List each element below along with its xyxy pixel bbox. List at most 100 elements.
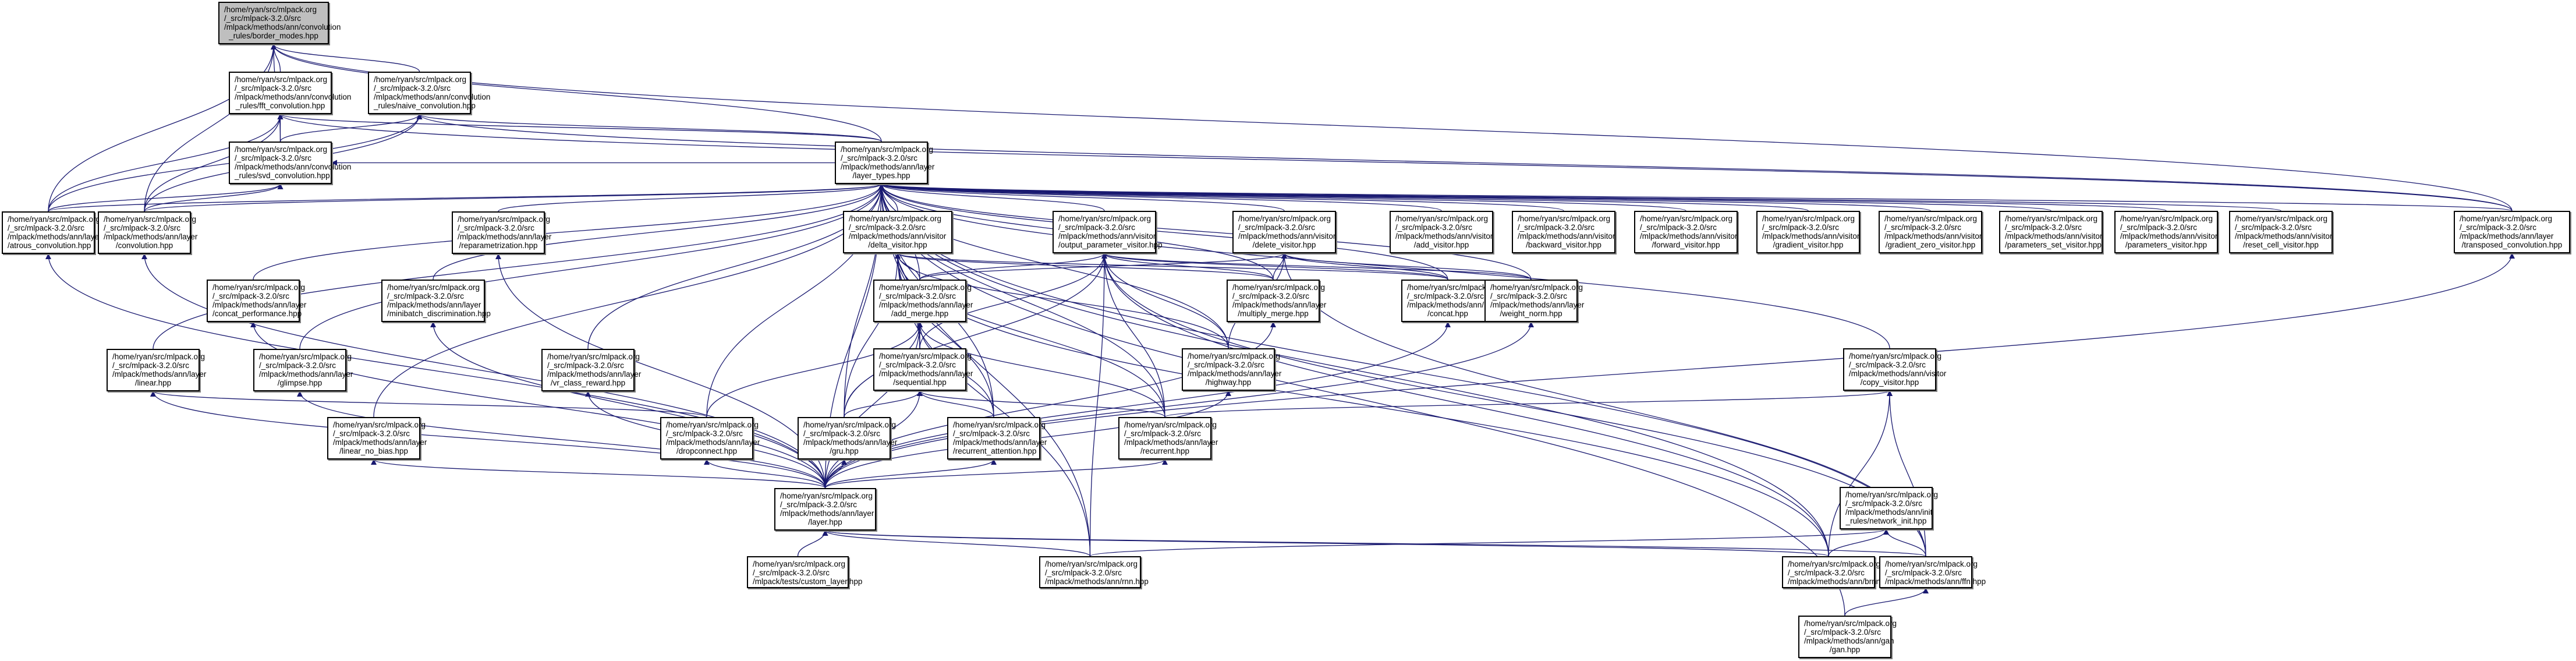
include-edge bbox=[1101, 253, 1448, 280]
include-edge bbox=[277, 114, 2513, 211]
include-edge bbox=[824, 459, 997, 489]
file-node-concat[interactable]: /home/ryan/src/mlpack.org/_src/mlpack-3.… bbox=[1401, 280, 1501, 322]
include-edge bbox=[878, 183, 1845, 616]
file-node-reset-cell-visitor[interactable]: /home/ryan/src/mlpack.org/_src/mlpack-3.… bbox=[2229, 211, 2333, 253]
include-edge bbox=[433, 183, 884, 280]
include-edge bbox=[823, 530, 1829, 557]
file-path-line: /mlpack/methods/ann/rnn.hpp bbox=[1045, 577, 1149, 586]
file-path-line: /_src/mlpack-3.2.0/src bbox=[212, 292, 290, 301]
file-node-fft-convolution[interactable]: /home/ryan/src/mlpack.org/_src/mlpack-3.… bbox=[229, 72, 351, 114]
file-node-layer[interactable]: /home/ryan/src/mlpack.org/_src/mlpack-3.… bbox=[774, 488, 876, 531]
file-path-line: /gan.hpp bbox=[1829, 645, 1861, 654]
file-path-line: /mlpack/methods/ann/visitor bbox=[1762, 232, 1860, 241]
file-path-line: /convolution.hpp bbox=[115, 241, 173, 250]
file-path-line: /mlpack/methods/ann/layer bbox=[666, 438, 760, 447]
file-path-line: /home/ryan/src/mlpack.org bbox=[753, 560, 846, 568]
include-edge bbox=[824, 321, 1451, 489]
file-path-line: /_src/mlpack-3.2.0/src bbox=[2005, 223, 2082, 232]
include-edge bbox=[416, 114, 2513, 211]
file-path-line: /gru.hpp bbox=[830, 447, 859, 455]
file-node-parameters-visitor[interactable]: /home/ryan/src/mlpack.org/_src/mlpack-3.… bbox=[2114, 211, 2218, 253]
include-edge bbox=[878, 183, 1686, 211]
file-path-line: /home/ryan/src/mlpack.org bbox=[212, 283, 306, 292]
file-node-add-visitor[interactable]: /home/ryan/src/mlpack.org/_src/mlpack-3.… bbox=[1390, 211, 1493, 253]
file-path-line: /mlpack/methods/ann/layer bbox=[1490, 301, 1585, 309]
include-edge bbox=[917, 390, 1165, 418]
include-edge bbox=[878, 183, 1285, 211]
file-path-line: /home/ryan/src/mlpack.org bbox=[224, 5, 317, 14]
file-node-gradient-zero-visitor[interactable]: /home/ryan/src/mlpack.org/_src/mlpack-3.… bbox=[1879, 211, 1982, 253]
file-node-recurrent[interactable]: /home/ryan/src/mlpack.org/_src/mlpack-3.… bbox=[1118, 417, 1218, 459]
file-node-output-parameter-visitor[interactable]: /home/ryan/src/mlpack.org/_src/mlpack-3.… bbox=[1053, 211, 1163, 253]
include-edge bbox=[844, 253, 1107, 418]
include-edge bbox=[45, 253, 826, 489]
file-path-line: /_src/mlpack-3.2.0/src bbox=[1490, 292, 1568, 301]
include-edge bbox=[822, 530, 1091, 557]
file-path-line: /mlpack/methods/ann/visitor bbox=[2120, 232, 2218, 241]
file-node-glimpse[interactable]: /home/ryan/src/mlpack.org/_src/mlpack-3.… bbox=[253, 349, 353, 391]
file-node-rnn[interactable]: /home/ryan/src/mlpack.org/_src/mlpack-3.… bbox=[1039, 556, 1149, 588]
file-node-delete-visitor[interactable]: /home/ryan/src/mlpack.org/_src/mlpack-3.… bbox=[1232, 211, 1336, 253]
file-node-dropconnect[interactable]: /home/ryan/src/mlpack.org/_src/mlpack-3.… bbox=[660, 417, 760, 459]
file-node-forward-visitor[interactable]: /home/ryan/src/mlpack.org/_src/mlpack-3.… bbox=[1634, 211, 1738, 253]
file-path-line: /_src/mlpack-3.2.0/src bbox=[1884, 223, 1962, 232]
file-path-line: /mlpack/methods/ann/visitor bbox=[1640, 232, 1738, 241]
file-node-network-init[interactable]: /home/ryan/src/mlpack.org/_src/mlpack-3.… bbox=[1840, 487, 1938, 529]
file-node-gru[interactable]: /home/ryan/src/mlpack.org/_src/mlpack-3.… bbox=[798, 417, 897, 459]
include-edge bbox=[797, 530, 828, 557]
file-node-minibatch-discrimination[interactable]: /home/ryan/src/mlpack.org/_src/mlpack-3.… bbox=[381, 280, 491, 322]
file-path-line: /mlpack/methods/ann/layer bbox=[1232, 301, 1327, 309]
file-path-line: /_src/mlpack-3.2.0/src bbox=[1188, 360, 1265, 369]
include-edge bbox=[878, 183, 1442, 211]
file-path-line: /home/ryan/src/mlpack.org bbox=[2005, 214, 2098, 223]
file-path-line: /home/ryan/src/mlpack.org bbox=[547, 352, 640, 361]
file-node-transposed-convolution[interactable]: /home/ryan/src/mlpack.org/_src/mlpack-3.… bbox=[2454, 211, 2570, 253]
file-path-line: /_src/mlpack-3.2.0/src bbox=[547, 361, 625, 370]
file-path-line: /delete_visitor.hpp bbox=[1252, 241, 1316, 249]
file-node-gan[interactable]: /home/ryan/src/mlpack.org/_src/mlpack-3.… bbox=[1798, 616, 1897, 658]
file-node-backward-visitor[interactable]: /home/ryan/src/mlpack.org/_src/mlpack-3.… bbox=[1512, 211, 1615, 253]
file-path-line: /mlpack/methods/ann/layer bbox=[841, 162, 935, 171]
file-node-vr-class-reward[interactable]: /home/ryan/src/mlpack.org/_src/mlpack-3.… bbox=[541, 349, 641, 391]
file-path-line: /home/ryan/src/mlpack.org bbox=[841, 145, 934, 154]
file-node-linear[interactable]: /home/ryan/src/mlpack.org/_src/mlpack-3.… bbox=[107, 349, 206, 391]
file-node-multiply-merge[interactable]: /home/ryan/src/mlpack.org/_src/mlpack-3.… bbox=[1227, 280, 1327, 322]
file-path-line: /_src/mlpack-3.2.0/src bbox=[1045, 568, 1122, 577]
file-node-naive-convolution[interactable]: /home/ryan/src/mlpack.org/_src/mlpack-3.… bbox=[368, 72, 490, 114]
file-node-concat-performance[interactable]: /home/ryan/src/mlpack.org/_src/mlpack-3.… bbox=[207, 280, 306, 322]
file-node-weight-norm[interactable]: /home/ryan/src/mlpack.org/_src/mlpack-3.… bbox=[1484, 280, 1585, 322]
file-node-highway[interactable]: /home/ryan/src/mlpack.org/_src/mlpack-3.… bbox=[1182, 348, 1281, 391]
include-edge bbox=[144, 183, 284, 212]
file-node-layer-types[interactable]: /home/ryan/src/mlpack.org/_src/mlpack-3.… bbox=[835, 142, 935, 184]
file-node-brnn[interactable]: /home/ryan/src/mlpack.org/_src/mlpack-3.… bbox=[1782, 556, 1895, 588]
file-path-line: _rules/border_modes.hpp bbox=[229, 31, 318, 40]
file-node-border-modes: /home/ryan/src/mlpack.org/_src/mlpack-3.… bbox=[218, 2, 341, 44]
file-path-line: /gradient_visitor.hpp bbox=[1773, 241, 1844, 249]
file-node-copy-visitor[interactable]: /home/ryan/src/mlpack.org/_src/mlpack-3.… bbox=[1843, 348, 1946, 391]
file-node-convolution[interactable]: /home/ryan/src/mlpack.org/_src/mlpack-3.… bbox=[98, 211, 197, 254]
file-node-parameters-set-visitor[interactable]: /home/ryan/src/mlpack.org/_src/mlpack-3.… bbox=[1999, 211, 2103, 253]
file-node-delta-visitor[interactable]: /home/ryan/src/mlpack.org/_src/mlpack-3.… bbox=[843, 211, 952, 253]
file-node-custom-layer[interactable]: /home/ryan/src/mlpack.org/_src/mlpack-3.… bbox=[747, 556, 862, 588]
file-path-line: /_src/mlpack-3.2.0/src bbox=[1804, 628, 1881, 637]
include-edge bbox=[895, 253, 1229, 349]
file-node-ffn[interactable]: /home/ryan/src/mlpack.org/_src/mlpack-3.… bbox=[1879, 556, 1986, 588]
file-node-reparametrization[interactable]: /home/ryan/src/mlpack.org/_src/mlpack-3.… bbox=[452, 211, 552, 254]
file-node-atrous-convolution[interactable]: /home/ryan/src/mlpack.org/_src/mlpack-3.… bbox=[2, 211, 101, 254]
include-edge bbox=[144, 183, 884, 212]
file-node-sequential[interactable]: /home/ryan/src/mlpack.org/_src/mlpack-3.… bbox=[873, 348, 973, 391]
include-edge bbox=[1101, 253, 1532, 280]
include-edge bbox=[823, 530, 1926, 557]
file-node-svd-convolution[interactable]: /home/ryan/src/mlpack.org/_src/mlpack-3.… bbox=[229, 142, 352, 184]
file-path-line: /mlpack/methods/ann/visitor bbox=[2235, 232, 2333, 241]
file-path-line: /mlpack/methods/ann/layer bbox=[458, 232, 552, 241]
file-node-linear-no-bias[interactable]: /home/ryan/src/mlpack.org/_src/mlpack-3.… bbox=[327, 417, 427, 459]
file-path-line: /mlpack/methods/ann/convolution bbox=[235, 162, 352, 171]
file-path-line: /add_merge.hpp bbox=[891, 309, 949, 318]
file-path-line: /reset_cell_visitor.hpp bbox=[2243, 241, 2319, 249]
file-node-gradient-visitor[interactable]: /home/ryan/src/mlpack.org/_src/mlpack-3.… bbox=[1756, 211, 1860, 253]
file-node-add-merge[interactable]: /home/ryan/src/mlpack.org/_src/mlpack-3.… bbox=[873, 280, 973, 322]
file-path-line: /_src/mlpack-3.2.0/src bbox=[235, 154, 312, 162]
file-path-line: /mlpack/methods/ann/layer bbox=[2460, 232, 2554, 241]
file-node-recurrent-attention[interactable]: /home/ryan/src/mlpack.org/_src/mlpack-3.… bbox=[947, 417, 1047, 459]
